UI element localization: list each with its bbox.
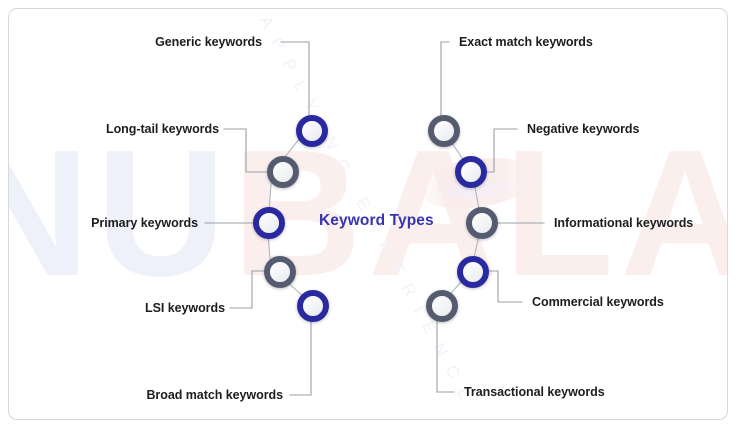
node-commercial[interactable] xyxy=(457,256,489,288)
node-lsi[interactable] xyxy=(264,256,296,288)
label-transactional[interactable]: Transactional keywords xyxy=(464,385,605,399)
label-commercial[interactable]: Commercial keywords xyxy=(532,295,664,309)
node-informational[interactable] xyxy=(466,207,498,239)
label-negative[interactable]: Negative keywords xyxy=(527,122,640,136)
node-exact-match[interactable] xyxy=(428,115,460,147)
node-primary[interactable] xyxy=(253,207,285,239)
label-broad-match[interactable]: Broad match keywords xyxy=(146,388,283,402)
label-informational[interactable]: Informational keywords xyxy=(554,216,694,230)
node-long-tail[interactable] xyxy=(267,156,299,188)
label-exact-match[interactable]: Exact match keywords xyxy=(459,35,593,49)
node-broad-match[interactable] xyxy=(297,290,329,322)
label-long-tail[interactable]: Long-tail keywords xyxy=(105,122,219,136)
diagram-card: ANUBALAM APPLYING EXPERIENCE xyxy=(8,8,728,420)
node-transactional[interactable] xyxy=(426,290,458,322)
label-lsi[interactable]: LSI keywords xyxy=(145,301,225,315)
label-primary[interactable]: Primary keywords xyxy=(91,216,198,230)
node-negative[interactable] xyxy=(455,156,487,188)
page-title: Keyword Types xyxy=(319,212,434,229)
label-generic[interactable]: Generic keywords xyxy=(155,35,262,49)
node-generic[interactable] xyxy=(296,115,328,147)
